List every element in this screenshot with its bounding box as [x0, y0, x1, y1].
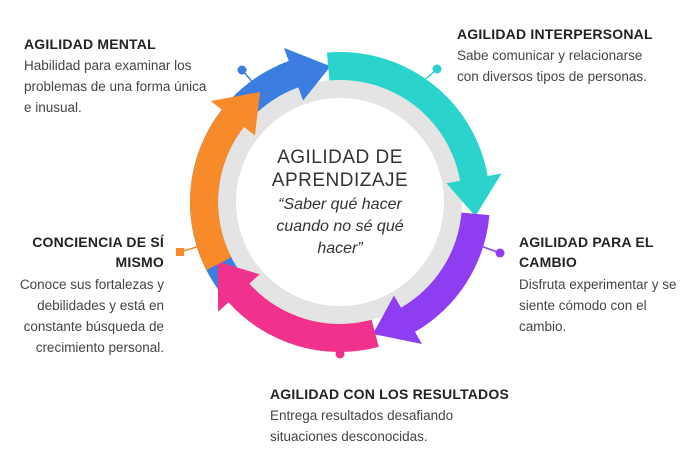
block-title: AGILIDAD MENTAL	[24, 36, 156, 52]
block-desc-line: Conoce sus fortalezas y	[19, 277, 164, 292]
block-desc-line: constante búsqueda de	[23, 319, 164, 334]
block-desc-line: Entrega resultados desafiando	[270, 408, 454, 423]
inner-gray-ring	[218, 80, 462, 324]
arrow-segment-conciencia	[189, 92, 261, 271]
block-desc-line: situaciones desconocidas.	[270, 429, 428, 444]
connector-marker-interpersonal	[432, 64, 442, 74]
block-title-line: MISMO	[115, 254, 164, 270]
connector-marker-resultados	[335, 349, 345, 359]
block-desc-line: problemas de una forma única	[24, 79, 207, 94]
connector-marker-conciencia	[176, 248, 184, 256]
arrow-segment-cambio	[372, 212, 490, 344]
block-title-line: CAMBIO	[519, 254, 577, 270]
block-desc-line: cambio.	[519, 319, 567, 334]
block-title: AGILIDAD INTERPERSONAL	[457, 26, 653, 42]
block-desc-line: e inusual.	[24, 100, 82, 115]
block-title-line: CONCIENCIA DE SÍ	[32, 234, 164, 250]
center-quote-line-2: cuando no sé qué	[276, 218, 404, 235]
center-title-line-1: AGILIDAD DE	[277, 147, 403, 168]
block-title-line: AGILIDAD PARA EL	[519, 234, 654, 250]
block-desc-line: debilidades y está en	[37, 298, 164, 313]
block-desc-line: con diversos tipos de personas.	[457, 69, 647, 84]
block-agilidad-resultados: AGILIDAD CON LOS RESULTADOS Entrega resu…	[270, 384, 550, 447]
block-desc-line: Sabe comunicar y relacionarse	[457, 48, 643, 63]
center-title-line-2: APRENDIZAJE	[271, 170, 409, 191]
center-label: AGILIDAD DE APRENDIZAJE “Saber qué hacer…	[240, 146, 440, 260]
block-agilidad-cambio: AGILIDAD PARA EL CAMBIO Disfruta experim…	[519, 232, 697, 337]
block-desc-line: crecimiento personal.	[35, 340, 164, 355]
connector-marker-cambio	[495, 248, 505, 258]
block-desc-line: Disfruta experimentar y se	[519, 277, 677, 292]
block-conciencia-si-mismo: CONCIENCIA DE SÍ MISMO Conoce sus fortal…	[4, 232, 164, 358]
arrow-segment-resultados	[217, 261, 379, 353]
block-desc-line: Habilidad para examinar los	[24, 58, 192, 73]
block-desc-line: siente cómodo con el	[519, 298, 647, 313]
connector-marker-mental	[237, 65, 247, 75]
center-quote-line-1: “Saber qué hacer	[278, 196, 402, 213]
block-agilidad-mental: AGILIDAD MENTAL Habilidad para examinar …	[24, 34, 244, 118]
arrow-segment-interpersonal	[326, 52, 502, 217]
block-title: AGILIDAD CON LOS RESULTADOS	[270, 386, 509, 402]
center-quote-line-3: hacer”	[317, 240, 363, 257]
block-agilidad-interpersonal: AGILIDAD INTERPERSONAL Sabe comunicar y …	[457, 24, 692, 87]
